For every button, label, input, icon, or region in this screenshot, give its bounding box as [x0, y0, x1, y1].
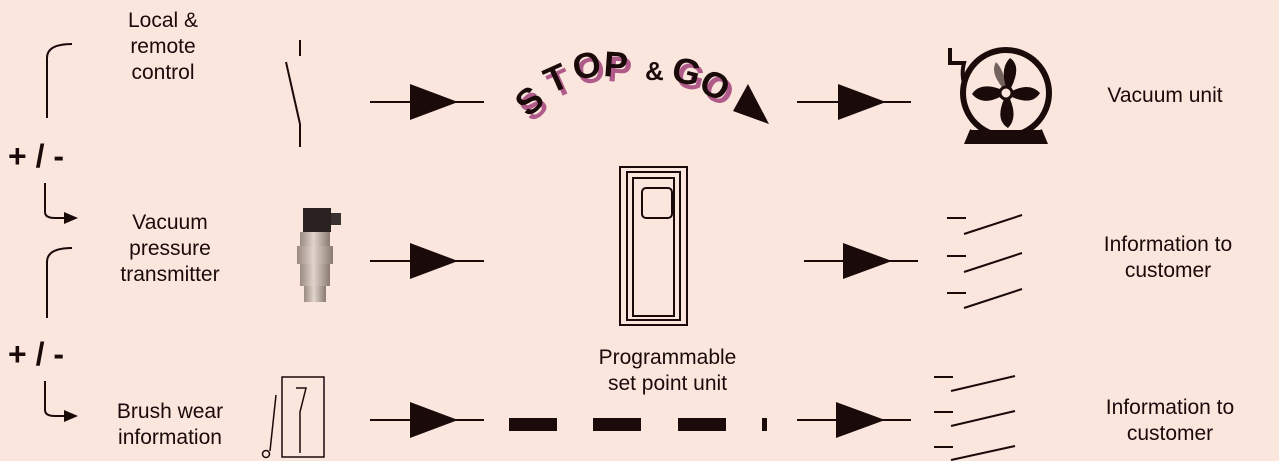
- bracket-top: [47, 44, 72, 118]
- arrow-row2-a: [370, 243, 484, 279]
- pressure-transmitter-icon: [297, 208, 341, 302]
- relay-contacts-icon-2: [934, 376, 1015, 460]
- arrow-row1-a: [370, 84, 484, 120]
- arrow-row2-b: [804, 243, 918, 279]
- arrow-row3-b: [797, 402, 911, 438]
- stop-letter-p: P: [602, 43, 629, 86]
- vacuum-fan-icon: [950, 48, 1049, 142]
- dashed-connector: [509, 418, 767, 431]
- arrow-row1-b: [797, 84, 911, 120]
- arrow-row3-a: [370, 402, 484, 438]
- relay-contacts-icon-1: [947, 215, 1022, 308]
- programmable-unit-icon: [620, 167, 687, 325]
- brush-wear-sensor-icon: [263, 377, 325, 458]
- stop-and-go-logo: S T O P G O S T O P & G O: [507, 43, 769, 129]
- bracket-arrow-1: [45, 183, 78, 224]
- amp-sign: &: [645, 56, 664, 86]
- bracket-middle: [47, 248, 72, 318]
- bracket-arrow-2: [45, 381, 78, 422]
- switch-icon: [286, 40, 300, 147]
- stop-go-arrowhead: [733, 84, 769, 124]
